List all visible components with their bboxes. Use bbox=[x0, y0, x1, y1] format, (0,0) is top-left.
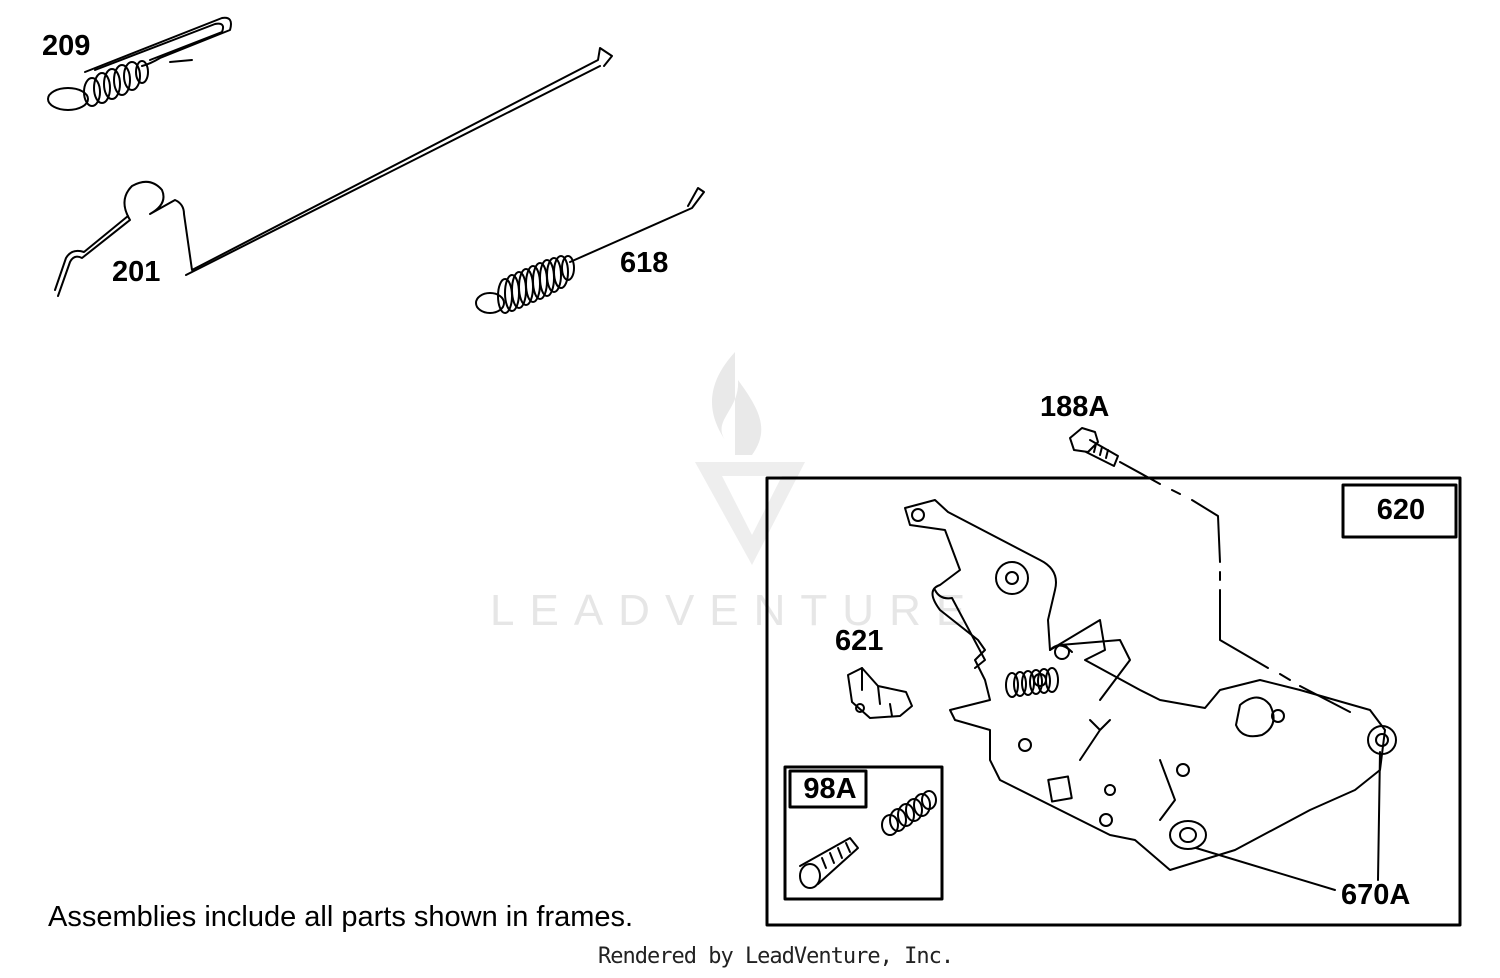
spring-98A-drawing bbox=[881, 790, 937, 836]
label-201: 201 bbox=[112, 256, 161, 288]
frame-98A bbox=[783, 765, 944, 901]
label-620: 620 bbox=[1376, 494, 1426, 526]
spring-209-drawing bbox=[47, 16, 232, 111]
control-bracket-drawing bbox=[904, 499, 1397, 871]
label-670A: 670A bbox=[1341, 879, 1411, 911]
watermark-text: LEADVENTURE bbox=[490, 586, 981, 635]
label-188A: 188A bbox=[1040, 391, 1110, 423]
clip-621-drawing bbox=[847, 667, 913, 719]
leader-670A-a bbox=[1195, 847, 1336, 891]
label-618: 618 bbox=[620, 247, 669, 279]
bolt-188A-drawing bbox=[1069, 427, 1351, 713]
spring-618-drawing bbox=[475, 187, 705, 314]
frame-620 bbox=[765, 476, 1462, 927]
assemblies-note: Assemblies include all parts shown in fr… bbox=[48, 901, 634, 933]
label-209: 209 bbox=[42, 30, 91, 62]
label-98A: 98A bbox=[803, 773, 857, 805]
frame-98A-label-box bbox=[788, 769, 868, 809]
label-621: 621 bbox=[835, 625, 884, 657]
rendered-by-footer: Rendered by LeadVenture, Inc. bbox=[598, 944, 954, 969]
screw-98A-drawing bbox=[799, 837, 859, 889]
rod-201-drawing bbox=[54, 47, 613, 297]
leader-670A-b bbox=[1377, 751, 1381, 881]
frame-620-label-box bbox=[1341, 483, 1458, 539]
